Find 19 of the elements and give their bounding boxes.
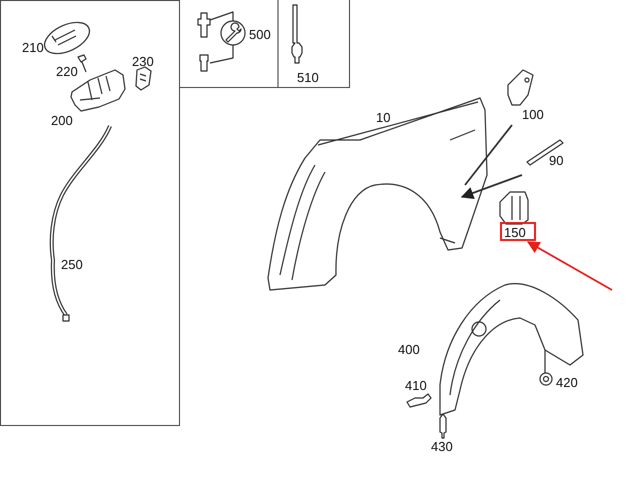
callout-number: 510 — [297, 71, 319, 84]
inset-panel — [0, 0, 180, 426]
callout-number: 200 — [51, 114, 73, 127]
callout-number: 150 — [504, 226, 526, 239]
callout-number: 230 — [132, 55, 154, 68]
callout-number: 210 — [22, 41, 44, 54]
callout-number: 220 — [56, 65, 78, 78]
callout-number: 420 — [556, 376, 578, 389]
callout-number: 430 — [431, 440, 453, 453]
callout-number: 250 — [61, 258, 83, 271]
inset-panel — [179, 0, 350, 88]
callout-number: 10 — [376, 111, 390, 124]
callout-number: 410 — [405, 379, 427, 392]
callout-number: 90 — [549, 154, 564, 167]
callout-number: 400 — [398, 343, 420, 356]
callout-number: 500 — [249, 28, 271, 41]
arrow — [526, 241, 612, 291]
highlight-box — [500, 222, 536, 241]
callout-number: 100 — [522, 108, 544, 121]
